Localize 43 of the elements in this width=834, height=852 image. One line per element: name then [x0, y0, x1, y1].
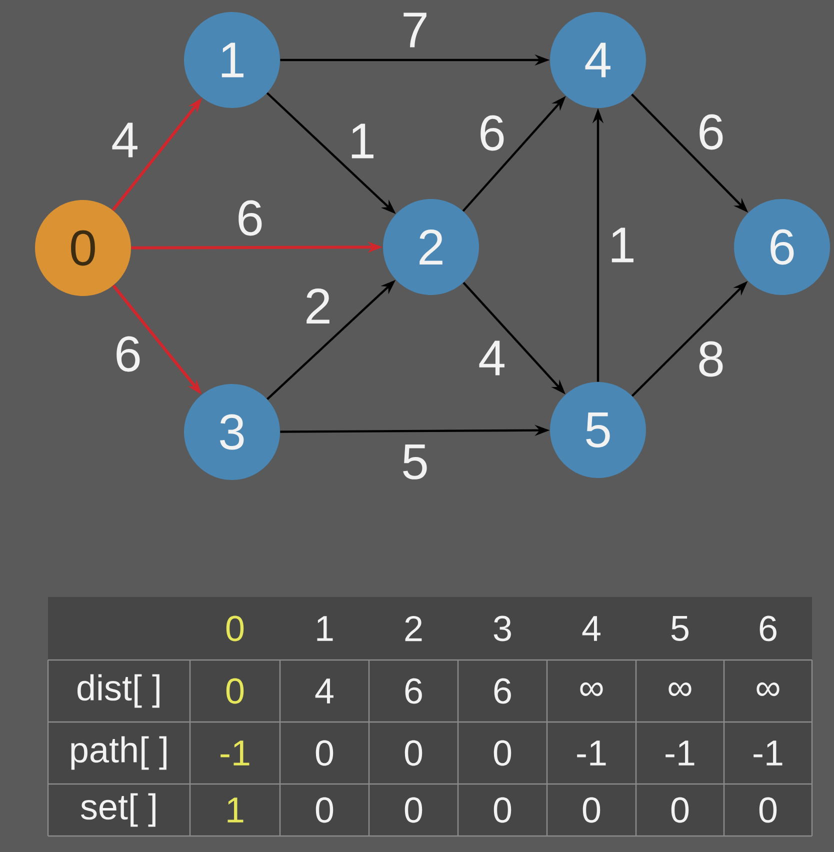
row-header: dist[ ]	[78, 674, 160, 708]
weight-label: 2	[306, 288, 330, 324]
table-value: 0	[316, 740, 334, 766]
table-value: 4	[315, 678, 334, 704]
weight-label: 6	[116, 336, 140, 372]
table-value: 6	[494, 678, 511, 704]
column-header: 2	[405, 616, 422, 642]
table-value: 0	[404, 797, 422, 823]
weight-label: 6	[238, 200, 262, 236]
table-value: 0	[226, 678, 244, 704]
table-value: ∞	[668, 682, 692, 696]
table-value: 1	[228, 798, 244, 822]
weight-label: 1	[612, 228, 634, 262]
row-header: path[ ]	[71, 736, 166, 770]
table-value: ∞	[580, 682, 603, 696]
table-value: 0	[494, 740, 512, 766]
column-header: 0	[226, 616, 244, 642]
table-value: 0	[671, 797, 689, 823]
weight-label: 7	[404, 12, 426, 48]
weight-label: 1	[352, 124, 374, 158]
column-header: 6	[760, 616, 776, 642]
weight-label: 8	[699, 341, 723, 377]
weight-label: 4	[112, 122, 138, 158]
weight-label: 5	[403, 444, 427, 480]
table-value: 0	[494, 797, 512, 823]
weight-label: 6	[700, 114, 723, 150]
weight-label: 6	[480, 115, 504, 151]
table-value: 0	[582, 797, 600, 823]
table-value: -1	[666, 740, 694, 766]
column-header: 1	[317, 616, 333, 641]
table-value: -1	[220, 740, 250, 766]
table-value: -1	[577, 740, 606, 766]
column-header: 5	[671, 616, 688, 642]
table-value: 0	[404, 740, 422, 766]
table-value: 0	[759, 797, 777, 823]
table-value: -1	[754, 740, 782, 766]
table-value: 6	[405, 678, 422, 704]
column-header: 3	[494, 616, 511, 642]
weight-label: 4	[479, 340, 504, 376]
column-header: 4	[582, 616, 600, 641]
row-header: set[ ]	[81, 793, 156, 827]
table-value: ∞	[756, 682, 780, 696]
table-value: 0	[316, 797, 334, 823]
